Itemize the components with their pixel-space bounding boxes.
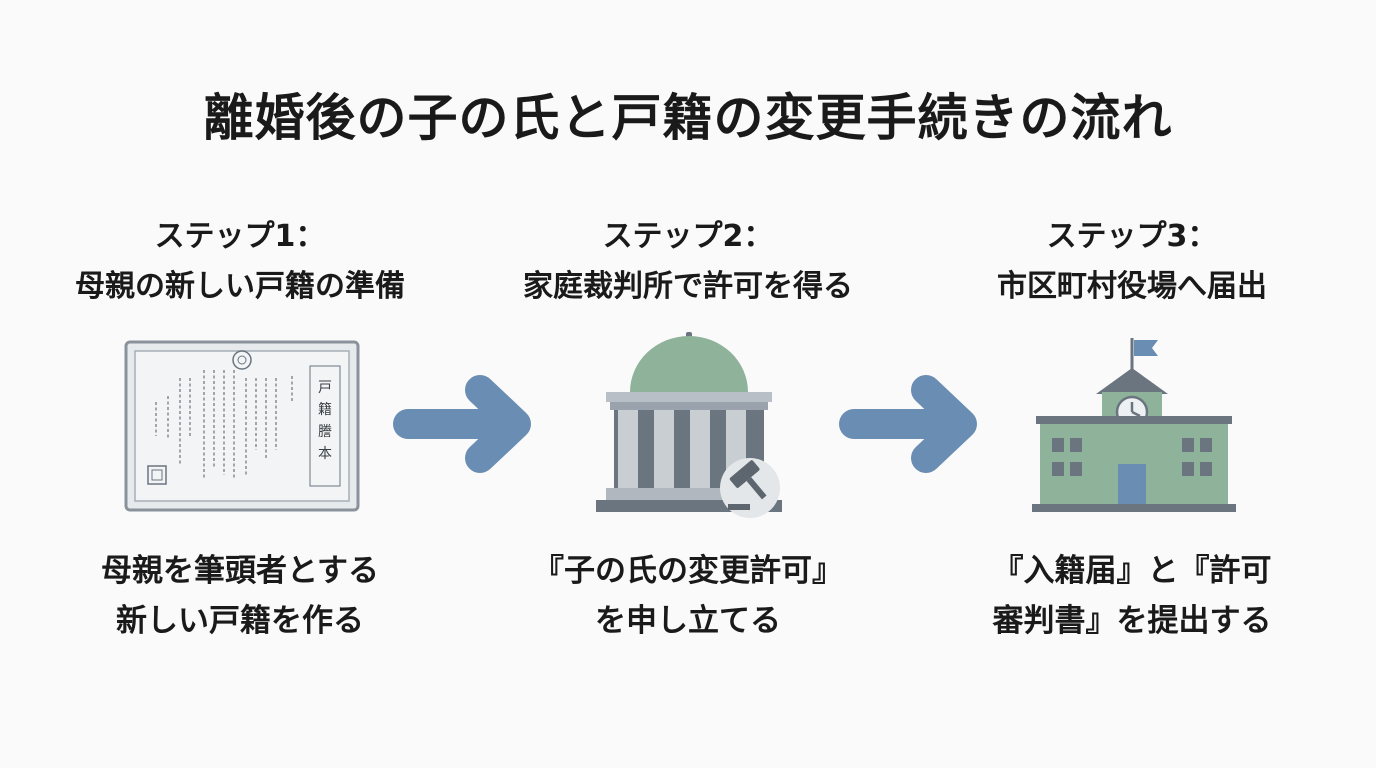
step-3-label: ステップ3： [1046, 219, 1218, 254]
arrow-right-icon [839, 375, 977, 473]
document-title-char-2: 籍 [318, 401, 332, 418]
step-2-description: 『子の氏の変更許可』 を申し立てる [478, 546, 898, 646]
step-1-header: ステップ1： 母親の新しい戸籍の準備 [10, 212, 470, 312]
document-title-char-3: 謄 [318, 424, 332, 440]
step-1-heading: 母親の新しい戸籍の準備 [75, 269, 405, 304]
step-3-description-line-1: 『入籍届』と『許可 [992, 553, 1272, 589]
step-1-description: 母親を筆頭者とする 新しい戸籍を作る [30, 546, 450, 646]
step-2-header: ステップ2： 家庭裁判所で許可を得る [458, 212, 918, 312]
family-register-document-icon: 戸 籍 謄 本 [124, 340, 360, 512]
document-title-char-1: 戸 [318, 380, 332, 396]
step-2-description-line-1: 『子の氏の変更許可』 [533, 553, 843, 589]
step-3-description-line-2: 審判書』を提出する [992, 603, 1272, 639]
step-1-description-line-2: 新しい戸籍を作る [116, 603, 364, 639]
step-1-description-line-1: 母親を筆頭者とする [100, 553, 380, 589]
page-title: 離婚後の子の氏と戸籍の変更手続きの流れ [203, 89, 1173, 147]
arrow-right-icon [393, 375, 531, 473]
courthouse-gavel-icon [596, 332, 782, 518]
step-2-description-line-2: を申し立てる [595, 603, 781, 639]
step-3-description: 『入籍届』と『許可 審判書』を提出する [922, 546, 1342, 646]
document-title-char-4: 本 [318, 446, 332, 462]
step-2-heading: 家庭裁判所で許可を得る [523, 269, 853, 304]
step-3-heading: 市区町村役場へ届出 [997, 269, 1267, 304]
step-3-header: ステップ3： 市区町村役場へ届出 [902, 212, 1362, 312]
step-2-label: ステップ2： [602, 219, 774, 254]
city-hall-icon [1032, 338, 1236, 512]
step-1-label: ステップ1： [154, 219, 326, 254]
